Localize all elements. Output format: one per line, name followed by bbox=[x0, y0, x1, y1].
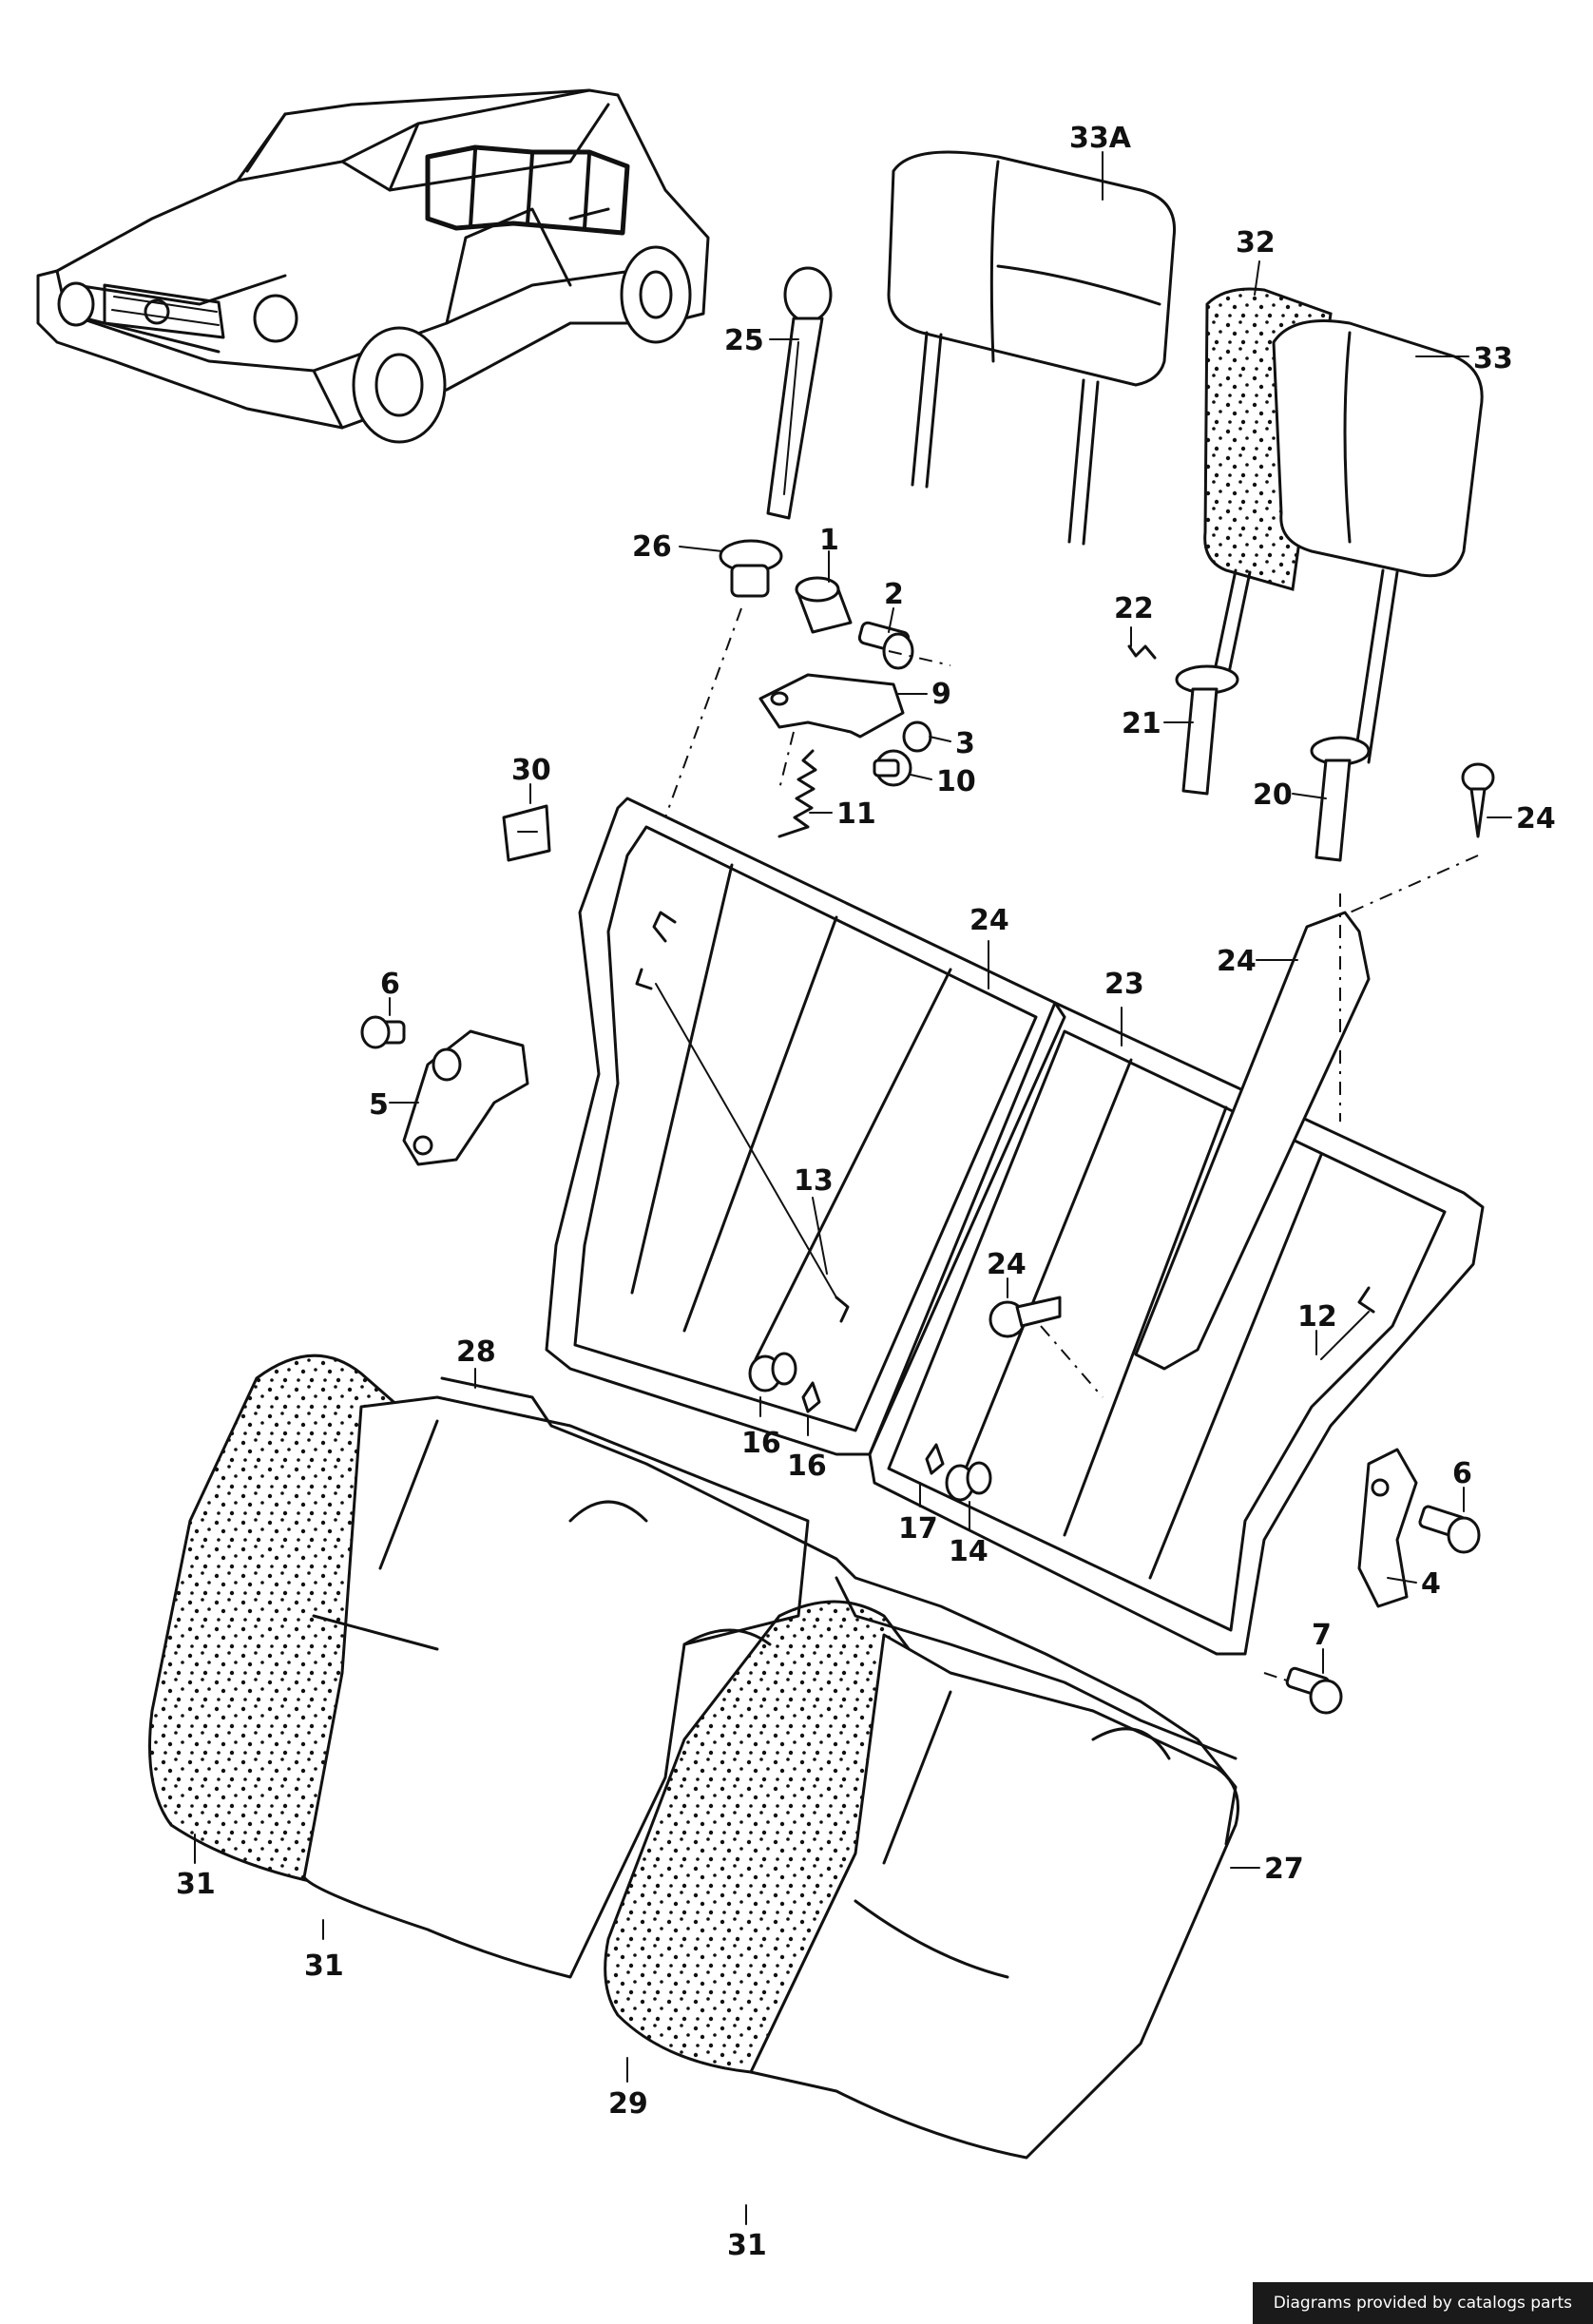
callout-22: 24 bbox=[969, 904, 1009, 937]
callout-26: 27 bbox=[1264, 1853, 1304, 1886]
screw-2 bbox=[858, 622, 912, 668]
callout-25: 26 bbox=[632, 530, 672, 564]
callout-6-left: 6 bbox=[380, 968, 400, 1001]
callout-33: 33 bbox=[1473, 342, 1513, 375]
callout-11: 11 bbox=[836, 797, 876, 831]
callout-29: 31 bbox=[176, 1868, 216, 1901]
hinge-bracket-9 bbox=[760, 675, 903, 737]
callout-33a: 33A bbox=[1069, 122, 1132, 155]
guide-17 bbox=[1312, 738, 1369, 860]
bushing-14 bbox=[947, 1463, 990, 1500]
callout-27: 28 bbox=[456, 1335, 496, 1369]
bolt-7 bbox=[1286, 1667, 1341, 1713]
bushing-15 bbox=[750, 1354, 796, 1391]
callout-12: 12 bbox=[1297, 1300, 1337, 1334]
callout-18: 21 bbox=[1122, 707, 1161, 740]
headrest-33a bbox=[889, 152, 1175, 544]
callout-24-top: 24 bbox=[1516, 802, 1556, 835]
callout-2: 2 bbox=[884, 578, 904, 611]
callout-10: 10 bbox=[936, 765, 976, 798]
spacer-1 bbox=[796, 578, 851, 632]
callout-3: 3 bbox=[955, 727, 975, 760]
callout-23: 24 bbox=[1217, 945, 1257, 978]
alignment-lines bbox=[665, 608, 1478, 1682]
callout-20: 25 bbox=[724, 324, 764, 357]
callouts: 33A 32 33 25 26 1 2 9 3 10 11 30 6 5 22 … bbox=[176, 122, 1556, 2262]
bolt-6-left bbox=[362, 1017, 404, 1047]
callout-21: 23 bbox=[1104, 968, 1144, 1001]
callout-1: 1 bbox=[819, 524, 839, 557]
cover-outline-27 bbox=[442, 1378, 1236, 1844]
car-illustration bbox=[38, 90, 708, 442]
bolt-6-right bbox=[1419, 1506, 1479, 1552]
headrest-33 bbox=[1205, 289, 1482, 762]
callout-14: 14 bbox=[949, 1535, 988, 1568]
callout-7: 7 bbox=[1312, 1619, 1332, 1652]
callout-28: 29 bbox=[608, 2087, 648, 2121]
callout-5: 5 bbox=[369, 1088, 389, 1122]
callout-31-upper: 31 bbox=[304, 1949, 344, 1983]
frame-22 bbox=[547, 798, 1065, 1454]
release-knob-20 bbox=[768, 268, 831, 518]
callout-6-right: 6 bbox=[1452, 1457, 1472, 1490]
seat-cover-left bbox=[150, 1355, 809, 1977]
screw-24-lower bbox=[990, 1297, 1060, 1336]
callout-9: 9 bbox=[931, 678, 951, 711]
bolt-10 bbox=[874, 751, 911, 785]
callout-4: 4 bbox=[1421, 1567, 1441, 1601]
guide-18 bbox=[1177, 666, 1238, 794]
callout-17: 20 bbox=[1253, 778, 1293, 812]
frame-21 bbox=[870, 1003, 1483, 1654]
bracket-5 bbox=[404, 1031, 528, 1164]
bracket-4 bbox=[1359, 1450, 1416, 1606]
strap-23 bbox=[1136, 912, 1369, 1369]
clip-16-left bbox=[803, 1383, 819, 1412]
spring-11 bbox=[779, 751, 816, 836]
callout-15: 16 bbox=[741, 1427, 781, 1460]
callout-24-lower: 24 bbox=[987, 1248, 1027, 1281]
seat-cover-right bbox=[605, 1602, 1238, 2158]
credit-banner: Diagrams provided by catalogs parts bbox=[1252, 2282, 1593, 2324]
callout-13: 13 bbox=[794, 1164, 834, 1198]
callout-16-right: 17 bbox=[898, 1512, 938, 1546]
hooks-12 bbox=[1321, 1288, 1373, 1359]
guide-sleeve-25 bbox=[720, 541, 781, 596]
nut-3 bbox=[904, 722, 931, 751]
cover-outline-26 bbox=[836, 1578, 1236, 1758]
cap-30 bbox=[504, 806, 549, 860]
clip-16-right bbox=[927, 1445, 943, 1473]
screw-24-top bbox=[1463, 764, 1493, 836]
callout-31-lower: 31 bbox=[727, 2229, 767, 2262]
hooks-13 bbox=[637, 912, 848, 1321]
callout-32: 32 bbox=[1236, 226, 1276, 259]
clip-19 bbox=[1129, 646, 1155, 658]
callout-19: 22 bbox=[1114, 592, 1154, 625]
callout-16-left: 16 bbox=[787, 1450, 827, 1483]
callout-30: 30 bbox=[511, 754, 551, 787]
